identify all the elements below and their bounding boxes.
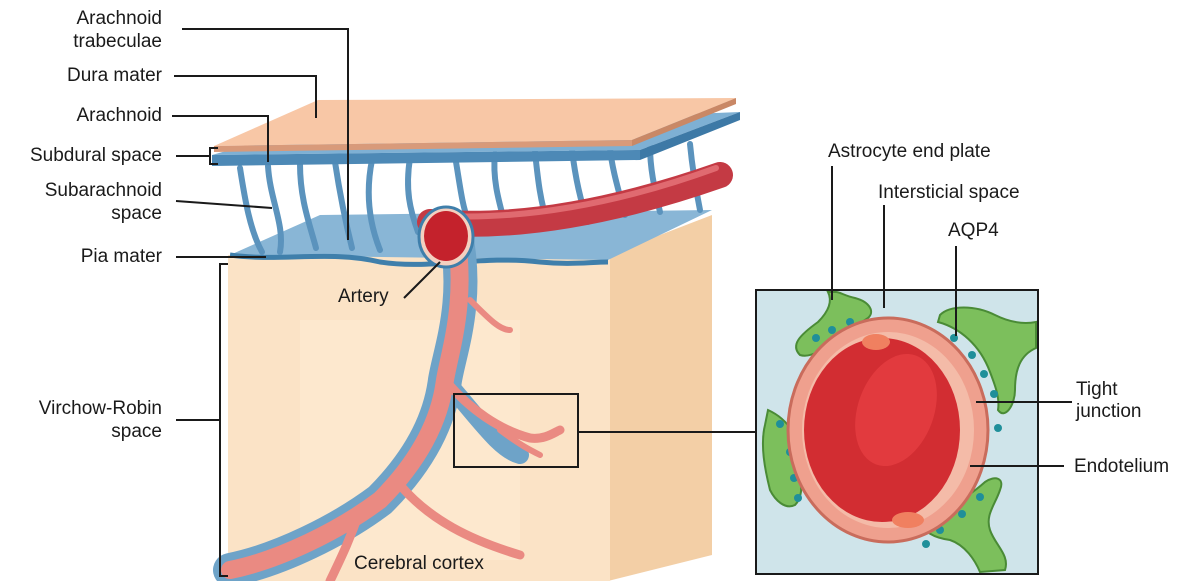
aqp4-dot: [794, 494, 802, 502]
aqp4-dot: [922, 540, 930, 548]
artery-cross-section: [419, 207, 473, 267]
label-dura-mater: Dura mater: [67, 65, 162, 87]
label-tight-junction-line1: Tight: [1076, 379, 1118, 401]
aqp4-dot: [968, 351, 976, 359]
label-arachnoid-trabeculae-line1: Arachnoid: [76, 8, 162, 30]
cortex-side-face: [608, 215, 712, 581]
label-aqp4: AQP4: [948, 220, 999, 242]
label-subarachnoid-space-line1: Subarachnoid: [45, 180, 162, 202]
aqp4-dot: [958, 510, 966, 518]
aqp4-dot: [812, 334, 820, 342]
aqp4-dot: [828, 326, 836, 334]
endothelial-cell-top: [862, 334, 890, 350]
label-artery: Artery: [338, 286, 389, 308]
label-endotelium: Endotelium: [1074, 456, 1169, 478]
label-cerebral-cortex: Cerebral cortex: [354, 553, 484, 575]
label-subdural-space: Subdural space: [30, 145, 162, 167]
virchow-robin-bracket: [220, 264, 228, 576]
label-pia-mater: Pia mater: [81, 246, 162, 268]
aqp4-dot: [776, 420, 784, 428]
artery-lumen: [424, 211, 468, 261]
aqp4-dot: [990, 390, 998, 398]
aqp4-dot: [994, 424, 1002, 432]
label-subarachnoid-space-line2: space: [111, 203, 162, 225]
label-tight-junction-line2: junction: [1076, 401, 1142, 423]
label-arachnoid-trabeculae-line2: trabeculae: [73, 31, 162, 53]
label-virchow-robin-line1: Virchow-Robin: [39, 398, 162, 420]
aqp4-dot: [976, 493, 984, 501]
aqp4-dot: [980, 370, 988, 378]
leader-subarachnoid-space: [176, 201, 272, 208]
endothelial-cell-bottom: [892, 512, 924, 528]
label-virchow-robin-line2: space: [111, 421, 162, 443]
label-intersticial-space: Intersticial space: [878, 182, 1020, 204]
label-arachnoid: Arachnoid: [76, 105, 162, 127]
trabecula-1: [240, 168, 262, 252]
label-astrocyte-end-plate: Astrocyte end plate: [828, 141, 991, 163]
inset-panel: [756, 290, 1038, 574]
